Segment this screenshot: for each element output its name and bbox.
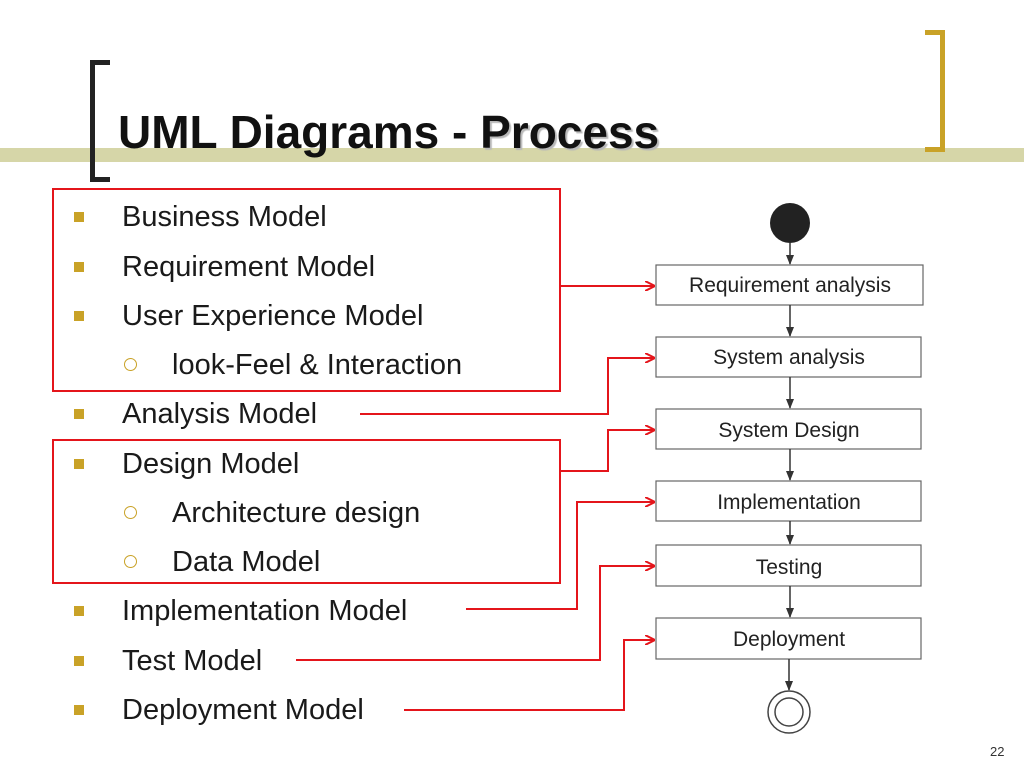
square-bullet-icon	[74, 212, 84, 222]
circle-bullet-icon	[124, 358, 137, 371]
circle-bullet-icon	[124, 555, 137, 568]
model-label: Test Model	[122, 645, 263, 677]
circle-bullet-icon	[124, 506, 137, 519]
model-label: Data Model	[172, 546, 321, 578]
step-label: Deployment	[733, 628, 845, 651]
model-label: Implementation Model	[122, 595, 408, 627]
model-label: Business Model	[122, 201, 327, 233]
model-label: look-Feel & Interaction	[172, 349, 463, 381]
left-bracket-decoration	[90, 60, 110, 182]
connector-test-model	[296, 566, 654, 661]
square-bullet-icon	[74, 459, 84, 469]
page-number: 22	[990, 744, 1005, 759]
right-bracket-decoration	[925, 30, 945, 152]
square-bullet-icon	[74, 705, 84, 715]
model-label: User Experience Model	[122, 300, 424, 332]
step-system-analysis: System analysis	[655, 336, 922, 378]
step-system-design: System Design	[655, 408, 922, 450]
start-node	[770, 203, 810, 243]
step-label: Implementation	[717, 491, 861, 514]
model-label: Design Model	[122, 448, 300, 480]
square-bullet-icon	[74, 656, 84, 666]
model-label: Requirement Model	[122, 251, 376, 283]
connector-implementation-model	[466, 502, 654, 610]
step-label: Testing	[756, 556, 823, 579]
step-label: System analysis	[713, 346, 865, 369]
requirement-group-highlight	[52, 188, 561, 392]
slide-title: UML Diagrams - Process	[118, 100, 659, 164]
step-label: Requirement analysis	[689, 274, 891, 297]
model-label: Architecture design	[172, 497, 421, 529]
model-label: Deployment Model	[122, 694, 364, 726]
step-label: System Design	[718, 419, 859, 442]
connector-design-model	[560, 430, 654, 472]
step-implementation: Implementation	[655, 480, 922, 522]
title-main: UML Diagrams -	[118, 106, 481, 158]
square-bullet-icon	[74, 409, 84, 419]
step-deployment: Deployment	[655, 617, 922, 660]
step-testing: Testing	[655, 544, 922, 587]
connector-analysis-model	[360, 358, 654, 415]
step-requirement-analysis: Requirement analysis	[655, 264, 924, 306]
title-band	[0, 148, 1024, 162]
square-bullet-icon	[74, 606, 84, 616]
design-group-highlight	[52, 439, 561, 584]
square-bullet-icon	[74, 262, 84, 272]
end-node	[767, 690, 811, 734]
square-bullet-icon	[74, 311, 84, 321]
title-emphasis: Process	[480, 106, 660, 158]
model-label: Analysis Model	[122, 398, 318, 430]
connector-deployment-model	[404, 640, 654, 711]
